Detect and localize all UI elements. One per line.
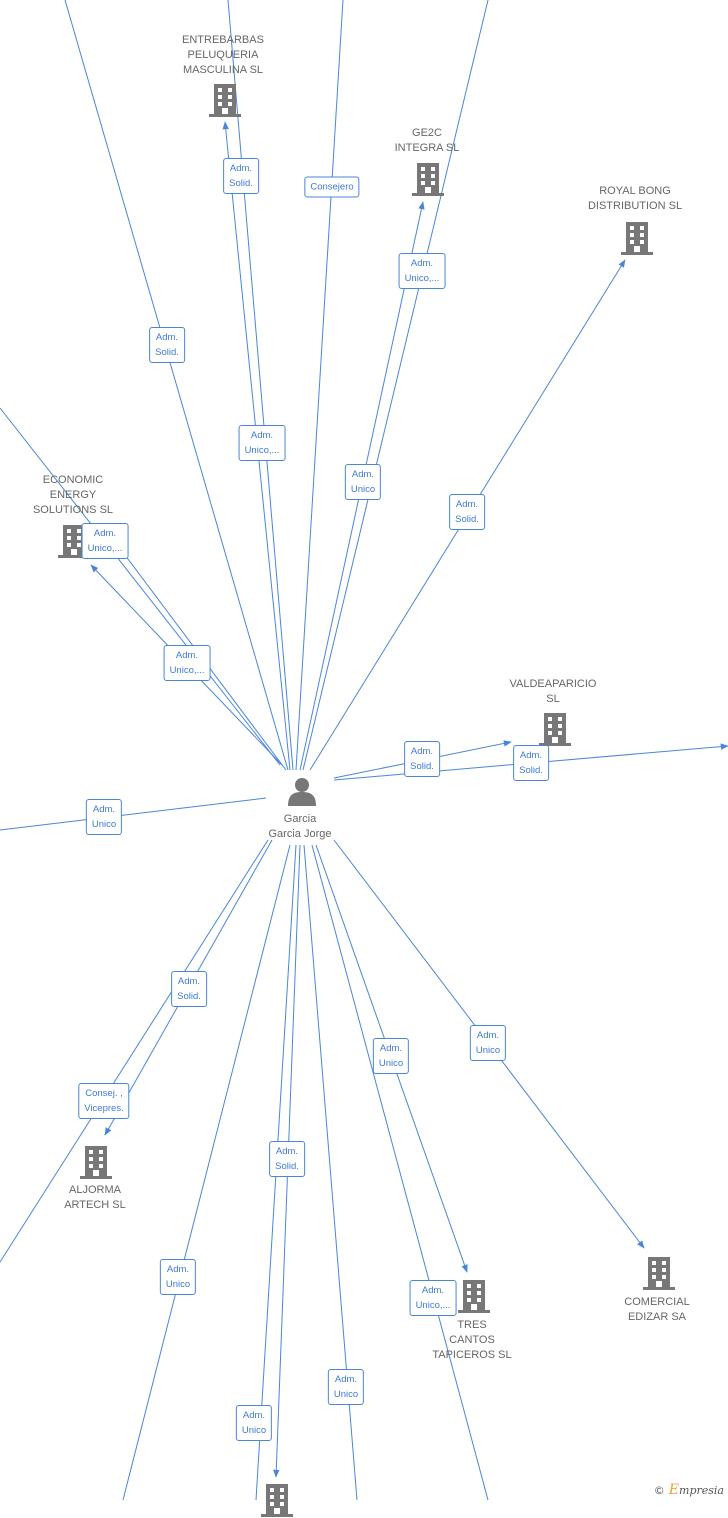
- relation-label[interactable]: Adm. Solid.: [513, 745, 549, 781]
- brand-name: mpresia: [679, 1484, 724, 1497]
- company-edizar[interactable]: COMERCIAL EDIZAR SA: [624, 1296, 690, 1323]
- relation-label[interactable]: Adm. Unico,...: [398, 253, 446, 289]
- building-icon[interactable]: [80, 1144, 112, 1180]
- building-icon[interactable]: [209, 82, 241, 118]
- edge-far-left: [0, 407, 281, 766]
- person-icon: [288, 778, 316, 806]
- relation-label[interactable]: Adm. Unico,...: [238, 425, 286, 461]
- building-icon[interactable]: [458, 1278, 490, 1314]
- relation-label[interactable]: Adm. Solid.: [449, 494, 485, 530]
- edge-left: [0, 797, 267, 831]
- relation-label[interactable]: Adm. Unico: [159, 1259, 197, 1295]
- company-aljorma[interactable]: ALJORMA ARTECH SL: [64, 1184, 126, 1211]
- edge-entrebarbas-2: [227, 0, 294, 771]
- copyright-icon: ©: [653, 1484, 665, 1497]
- edge-aljorma-2: [0, 839, 269, 1263]
- company-economic-energy[interactable]: ECONOMIC ENERGY SOLUTIONS SL: [32, 474, 114, 516]
- brand-logo-initial: E: [668, 1482, 680, 1498]
- relation-label[interactable]: Adm. Unico,...: [163, 645, 211, 681]
- edge-consejero: [295, 0, 344, 771]
- building-icon[interactable]: [643, 1255, 675, 1291]
- relation-label[interactable]: Adm. Solid.: [223, 158, 259, 194]
- relation-label[interactable]: Adm. Unico,...: [81, 523, 129, 559]
- relation-label[interactable]: Adm. Unico: [372, 1038, 410, 1074]
- center-person-label[interactable]: Garcia Garcia Jorge: [268, 813, 332, 840]
- relation-label[interactable]: Adm. Solid.: [269, 1141, 305, 1177]
- relation-label[interactable]: Adm. Solid.: [404, 741, 440, 777]
- relation-label[interactable]: Consej. , Vicepres.: [78, 1083, 130, 1119]
- relation-label[interactable]: Adm. Unico: [235, 1405, 273, 1441]
- edge-bottom-4: [122, 844, 291, 1500]
- relation-label[interactable]: Adm. Unico: [469, 1025, 507, 1061]
- company-royal-bong[interactable]: ROYAL BONG DISTRIBUTION SL: [587, 185, 683, 212]
- relation-label[interactable]: Adm. Unico: [85, 799, 123, 835]
- building-icon[interactable]: [261, 1482, 293, 1518]
- edge-tres-2: [311, 844, 489, 1500]
- footer-brand: ©Empresia: [654, 1482, 724, 1498]
- building-icon[interactable]: [412, 161, 444, 197]
- relation-label[interactable]: Adm. Unico: [344, 464, 382, 500]
- relation-label[interactable]: Adm. Solid.: [149, 327, 185, 363]
- edge-offscreen-ul: [64, 0, 289, 771]
- company-valdeaparicio[interactable]: VALDEAPARICIO SL: [509, 678, 597, 705]
- building-icon[interactable]: [621, 220, 653, 256]
- company-entrebarbas[interactable]: ENTREBARBAS PELUQUERIA MASCULINA SL: [182, 34, 264, 76]
- company-tres-cantos[interactable]: TRES CANTOS TAPICEROS SL: [432, 1319, 512, 1361]
- relation-label[interactable]: Consejero: [304, 176, 360, 198]
- building-icon[interactable]: [539, 711, 571, 747]
- edge-ge2c-2: [302, 0, 489, 771]
- relation-label[interactable]: Adm. Unico,...: [409, 1280, 457, 1316]
- relation-label[interactable]: Adm. Unico: [327, 1369, 365, 1405]
- relation-label[interactable]: Adm. Solid.: [171, 971, 207, 1007]
- company-ge2c[interactable]: GE2C INTEGRA SL: [394, 127, 460, 154]
